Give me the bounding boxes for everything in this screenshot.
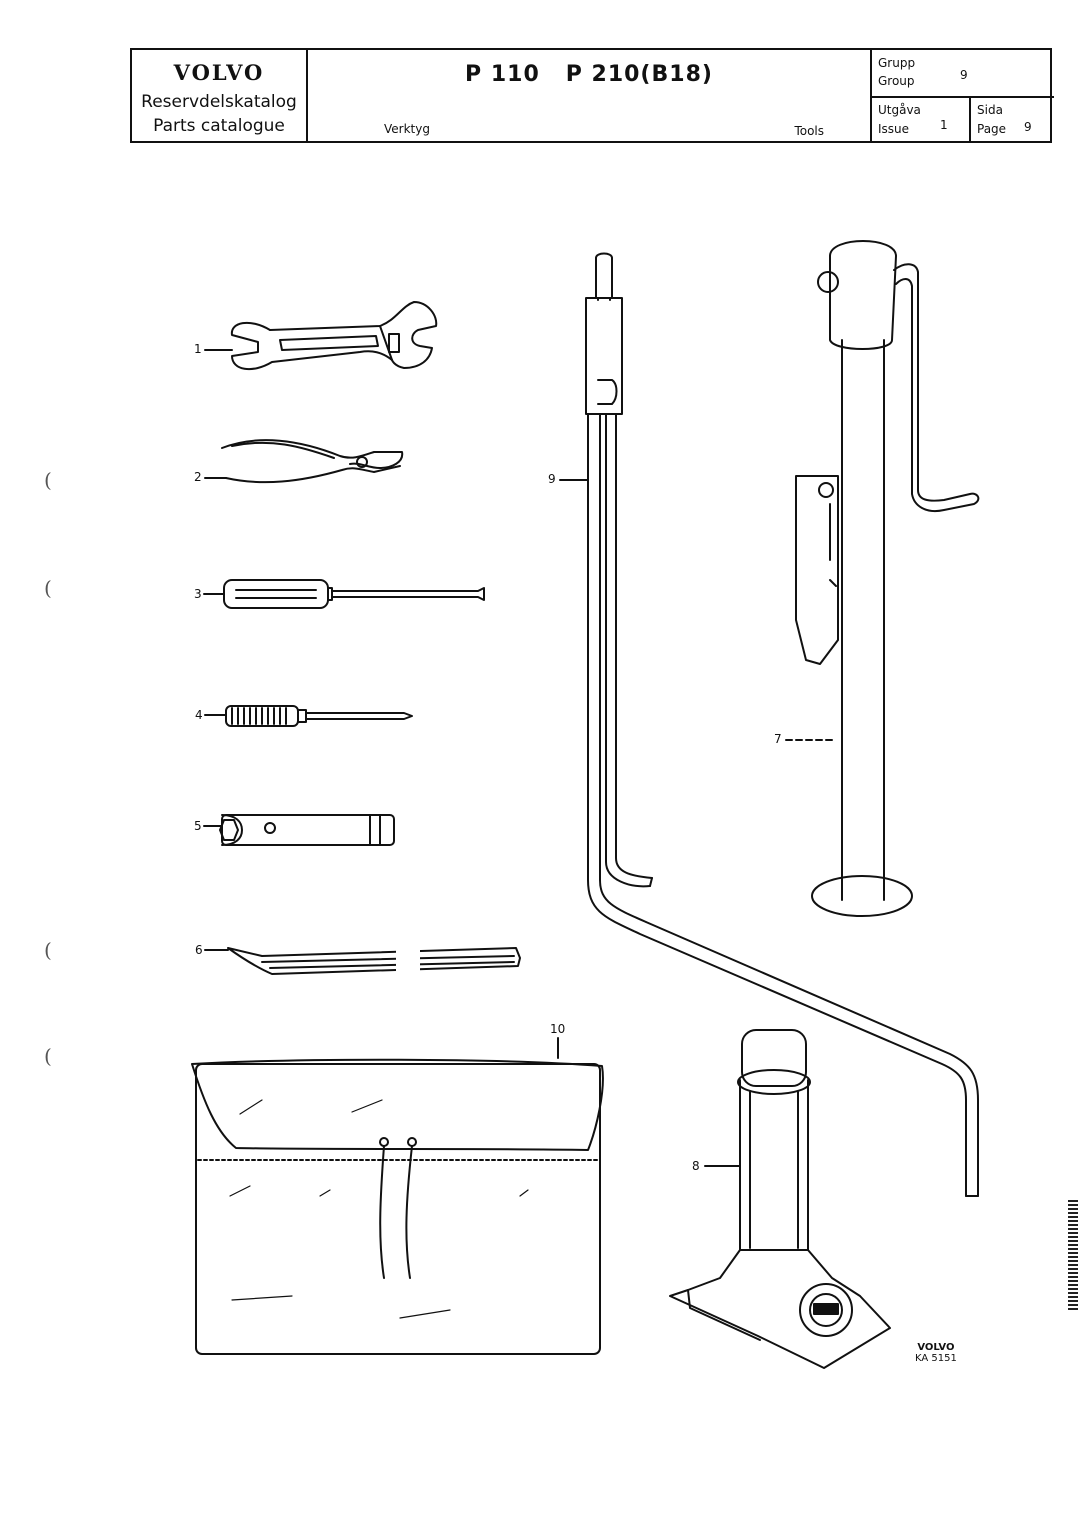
section-title-en: Tools — [794, 124, 824, 138]
binder-hole-mark: ( — [44, 576, 52, 600]
adjustable-wrench-illustration — [204, 301, 438, 371]
group-label-sv: Grupp — [878, 56, 916, 70]
callout-5: 5 — [194, 819, 202, 833]
model-designation: P 110 P 210(B18) — [465, 62, 713, 87]
callout-1: 1 — [194, 342, 202, 356]
binder-hole-mark: ( — [44, 938, 52, 962]
catalogue-header: VOLVO Reservdelskatalog Parts catalogue … — [130, 48, 1054, 143]
catalogue-title-sv: Reservdelskatalog — [141, 92, 297, 112]
jack-handle-illustration — [559, 252, 979, 1197]
model-block: P 110 P 210(B18) Verktyg Tools — [308, 50, 872, 141]
callout-10: 10 — [550, 1022, 566, 1036]
binder-hole-mark: ( — [44, 1044, 52, 1068]
catalogue-title-block: VOLVO Reservdelskatalog Parts catalogue — [132, 50, 308, 141]
group-cell: Grupp Group 9 — [872, 50, 1054, 98]
callout-6: 6 — [195, 943, 203, 957]
page-edge-index-strip — [1068, 1200, 1078, 1310]
page-value: 9 — [1024, 120, 1032, 134]
callout-4: 4 — [195, 708, 203, 722]
group-value: 9 — [960, 68, 968, 82]
catalogue-title-en: Parts catalogue — [153, 116, 285, 136]
issue-label-en: Issue — [878, 122, 910, 136]
cell-divider — [969, 98, 971, 143]
page-label-sv: Sida — [977, 103, 1003, 117]
callout-7: 7 — [774, 732, 782, 746]
cross-screwdriver-illustration — [204, 705, 413, 727]
callout-9: 9 — [548, 472, 556, 486]
illustration-reference: VOLVO KA 5151 — [915, 1342, 957, 1364]
issue-label-sv: Utgåva — [878, 103, 921, 117]
reference-block: Grupp Group 9 Utgåva Issue 1 Sida Page 9 — [872, 50, 1054, 143]
pillar-jack-illustration — [785, 240, 980, 917]
group-label-en: Group — [878, 74, 915, 88]
tool-bag-illustration — [191, 1037, 604, 1355]
tire-lever-illustration — [204, 946, 521, 975]
reference-brand: VOLVO — [917, 1342, 955, 1353]
bottle-jack-illustration — [669, 1029, 891, 1369]
callout-2: 2 — [194, 470, 202, 484]
page-label-en: Page — [977, 122, 1007, 136]
pliers-illustration — [204, 439, 404, 484]
callout-8: 8 — [692, 1159, 700, 1173]
flat-screwdriver-illustration — [203, 579, 485, 609]
section-title-sv: Verktyg — [384, 122, 430, 136]
box-spanner-illustration — [203, 814, 395, 846]
brand-logo-text: VOLVO — [173, 60, 265, 85]
reference-code: KA 5151 — [915, 1353, 957, 1364]
issue-value: 1 — [940, 118, 948, 132]
binder-hole-mark: ( — [44, 468, 52, 492]
callout-3: 3 — [194, 587, 202, 601]
